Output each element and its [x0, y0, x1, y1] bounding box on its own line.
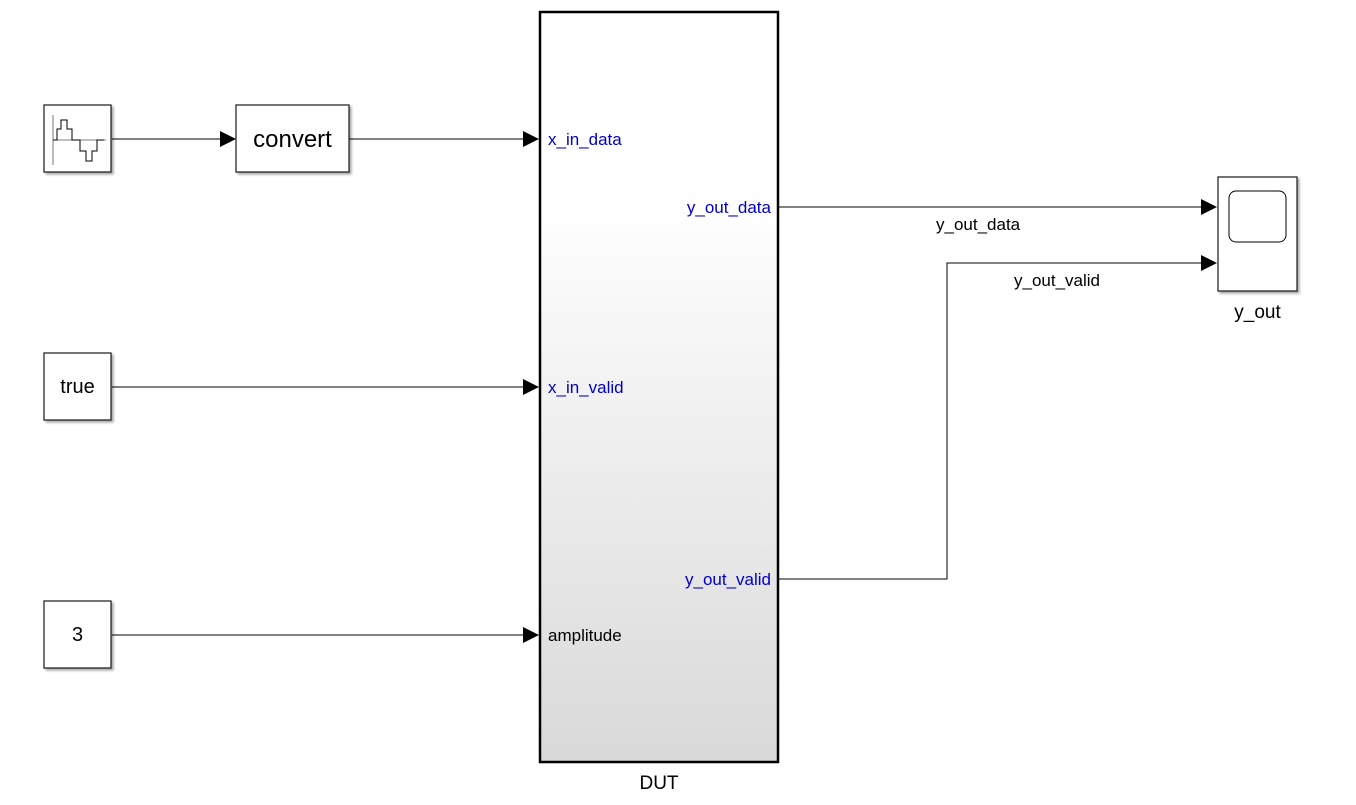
- dut-output-port-y-out-data: y_out_data: [687, 198, 772, 217]
- amplitude-constant-label: 3: [72, 624, 83, 646]
- scope-name-label: y_out: [1234, 302, 1281, 323]
- dut-input-port-x-in-data: x_in_data: [548, 130, 622, 149]
- dut-output-port-y-out-valid: y_out_valid: [685, 570, 771, 589]
- source-block[interactable]: [43, 104, 112, 173]
- amplitude-constant-block[interactable]: 3: [43, 600, 112, 669]
- wire-y-out-valid[interactable]: [778, 262, 1203, 580]
- dut-subsystem[interactable]: x_in_data x_in_valid amplitude y_out_dat…: [538, 10, 780, 764]
- scope-screen-icon: [1228, 190, 1287, 243]
- signal-label-y-out-data: y_out_data: [936, 215, 1021, 234]
- dut-input-port-x-in-valid: x_in_valid: [548, 378, 624, 397]
- dut-name-label: DUT: [639, 773, 678, 794]
- true-constant-label: true: [60, 376, 94, 398]
- true-constant-block[interactable]: true: [43, 352, 112, 421]
- arrow-x-in-data: [523, 131, 539, 147]
- convert-block[interactable]: convert: [235, 104, 350, 173]
- signal-label-y-out-valid: y_out_valid: [1014, 271, 1100, 290]
- convert-label: convert: [253, 126, 332, 153]
- arrow-x-in-valid: [523, 379, 539, 395]
- scope-block[interactable]: [1217, 176, 1298, 292]
- dut-body[interactable]: [538, 10, 780, 764]
- dut-input-port-amplitude: amplitude: [548, 626, 622, 645]
- staircase-wave-icon: [52, 115, 106, 165]
- arrow-scope-in-1: [1201, 199, 1217, 215]
- arrow-scope-in-2: [1201, 255, 1217, 271]
- arrow-amplitude: [523, 627, 539, 643]
- signal-lines: [112, 131, 1217, 643]
- arrow-convert-in: [220, 131, 236, 147]
